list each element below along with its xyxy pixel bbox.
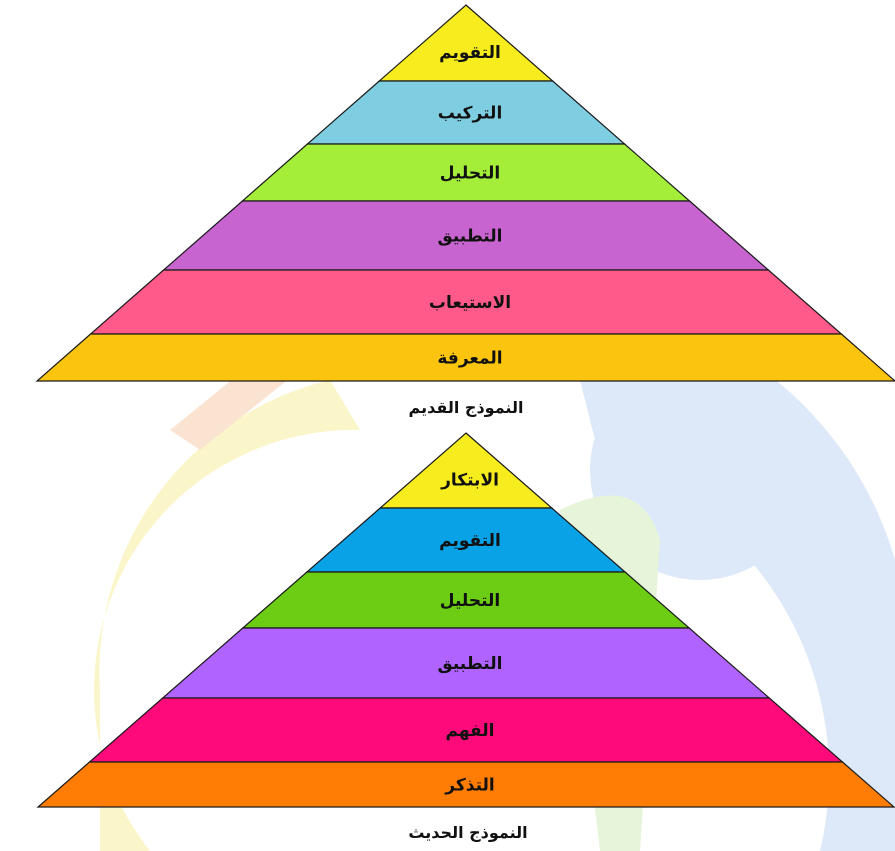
pyramid-new-label-5: الفهم xyxy=(446,721,495,741)
caption-new-model: النموذج الحديث xyxy=(408,823,527,842)
pyramid-new-label-3: التحليل xyxy=(440,591,500,611)
pyramid-old-label-6: المعرفة xyxy=(437,349,502,369)
pyramid-old-label-1: التقويم xyxy=(439,43,501,63)
pyramid-new-level-6 xyxy=(36,761,895,808)
pyramid-old-level-6 xyxy=(35,333,895,382)
pyramid-new: الابتكار التقويم التحليل التطبيق الفهم التذكر xyxy=(36,432,895,808)
caption-old-model: النموذج القديم xyxy=(409,398,524,417)
pyramid-old-label-5: الاستيعاب xyxy=(429,293,511,313)
pyramid-new-label-4: التطبيق xyxy=(438,654,503,674)
pyramid-old-label-2: التركيب xyxy=(438,104,503,124)
pyramid-new-label-6: التذكر xyxy=(444,776,494,796)
pyramid-old-label-4: التطبيق xyxy=(438,227,503,247)
pyramid-old-label-3: التحليل xyxy=(440,164,500,184)
pyramid-new-label-1: الابتكار xyxy=(440,471,499,491)
pyramid-old: التقويم التركيب التحليل التطبيق الاستيعاب الم… xyxy=(35,4,895,382)
pyramid-new-label-2: التقويم xyxy=(439,531,501,551)
watermark-yellow-arc xyxy=(94,380,360,851)
